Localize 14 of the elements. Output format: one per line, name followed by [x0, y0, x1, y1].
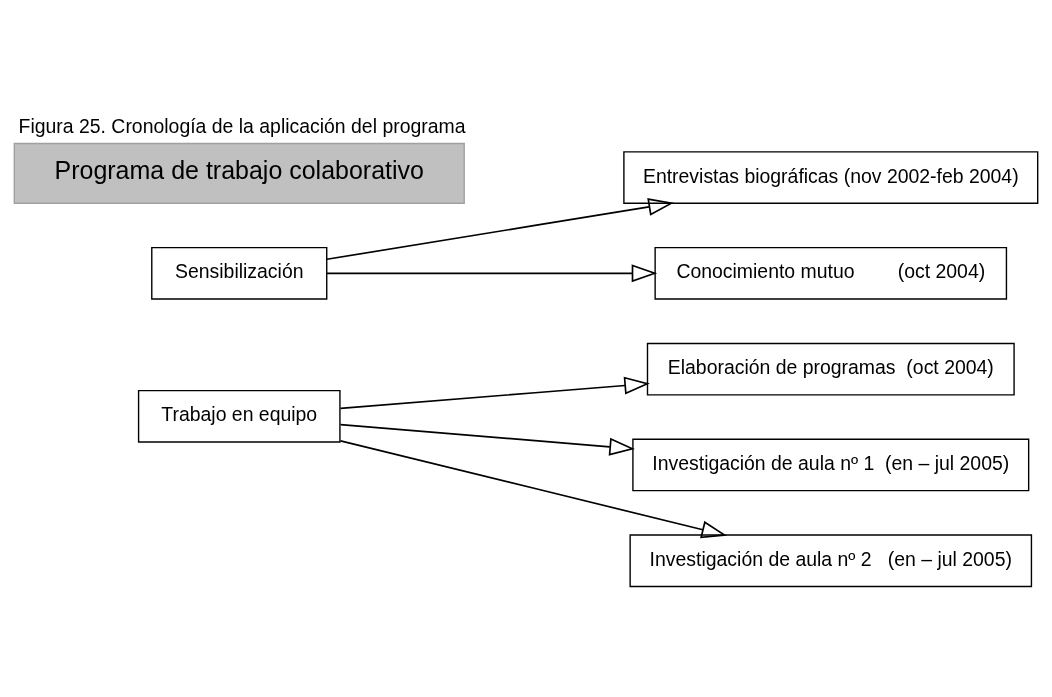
- arrow: [339, 439, 728, 538]
- arrow: [339, 423, 635, 456]
- node-box: Sensibilización: [151, 246, 328, 300]
- node-box: Investigación de aula nº 1 (en – jul 2005): [632, 438, 1030, 491]
- arrow: [326, 263, 658, 282]
- diagram-title: Figura 25. Cronología de la aplicación del programa: [18, 114, 466, 137]
- node-box: Conocimiento mutuo (oct 2004): [654, 246, 1008, 300]
- node-box: Trabajo en equipo: [137, 389, 341, 443]
- node-box: Entrevistas biográficas (nov 2002-feb 2004): [623, 150, 1039, 204]
- node-box: Investigación de aula nº 2 (en – jul 2005): [629, 533, 1033, 587]
- arrow: [339, 376, 650, 409]
- arrow: [326, 197, 674, 260]
- node-box: Programa de trabajo colaborativo: [13, 142, 465, 204]
- node-box: Elaboración de programas (oct 2004): [646, 342, 1015, 395]
